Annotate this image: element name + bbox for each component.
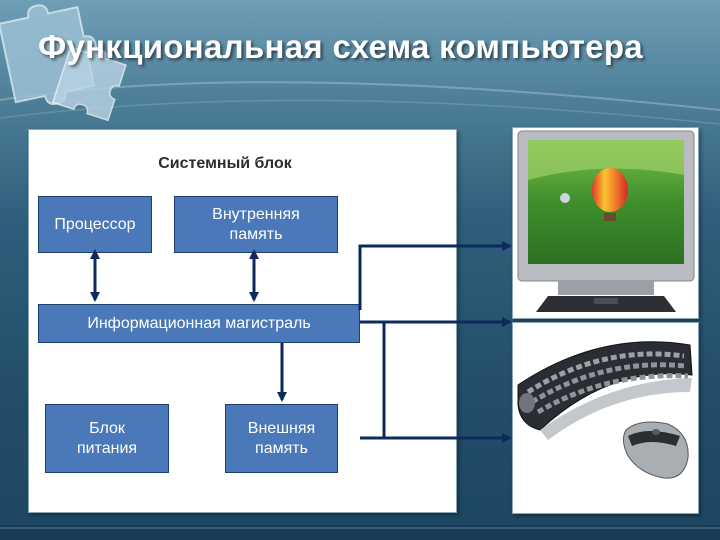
bus-monitor-connector <box>358 241 512 310</box>
slide-title: Функциональная схема компьютера <box>38 28 643 65</box>
puzzle-logo-icon <box>0 4 127 122</box>
power-supply-block: Блок питания <box>45 404 169 473</box>
internal-memory-label: Внутренняя память <box>212 205 300 243</box>
monitor-icon <box>517 130 695 312</box>
mouse-icon <box>622 421 689 479</box>
information-bus-block: Информационная магистраль <box>38 304 360 343</box>
external-memory-block: Внешняя память <box>225 404 338 473</box>
processor-label: Процессор <box>54 215 136 233</box>
system-unit-label: Системный блок <box>158 155 292 172</box>
power-supply-label: Блок питания <box>76 419 138 457</box>
keyboard-icon <box>517 341 693 440</box>
external-memory-label: Внешняя память <box>247 419 316 457</box>
information-bus-label: Информационная магистраль <box>87 314 311 332</box>
bus-mouse-connector <box>382 322 512 443</box>
